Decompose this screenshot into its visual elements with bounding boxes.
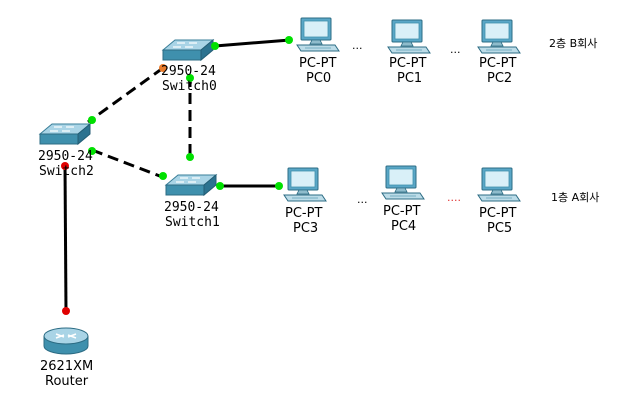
switch1[interactable]	[165, 174, 217, 196]
switch2-model-label: 2950-24	[38, 149, 93, 164]
pc1-name-label: PC1	[397, 71, 422, 86]
pc4-name-label: PC4	[391, 219, 416, 234]
pc3-model-label: PC-PT	[285, 206, 322, 221]
pc1[interactable]	[387, 19, 431, 54]
ellipsis-top-a: ...	[352, 39, 363, 52]
pc3-name-label: PC3	[293, 221, 318, 236]
link-light-up	[186, 153, 194, 161]
switch0-model-label: 2950-24	[161, 64, 216, 79]
switch2-name-label: Switch2	[39, 164, 94, 179]
cables	[63, 38, 291, 313]
floor-label-bottom: 1층 A회사	[551, 191, 599, 204]
pc4-model-label: PC-PT	[383, 204, 420, 219]
pc0[interactable]	[296, 17, 340, 52]
crossover-switch2-switch1[interactable]	[91, 148, 166, 180]
switch0-name-label: Switch0	[162, 79, 217, 94]
link-light-up	[275, 182, 283, 190]
floor-label-top: 2층 B회사	[549, 37, 597, 50]
router-model-label: 2621XM	[40, 359, 93, 374]
pc3[interactable]	[283, 167, 327, 202]
link-light-up	[159, 172, 167, 180]
router-name-label: Router	[45, 374, 89, 389]
cable-switch0-pc0[interactable]	[214, 38, 291, 48]
link-light-down	[62, 307, 70, 315]
pc1-model-label: PC-PT	[389, 56, 426, 71]
pc5-name-label: PC5	[487, 221, 512, 236]
link-light-up	[88, 147, 96, 155]
pc2-model-label: PC-PT	[479, 56, 516, 71]
switch1-name-label: Switch1	[165, 215, 220, 230]
link-light-blocking	[159, 64, 167, 72]
ellipsis-bottom-a: ...	[357, 193, 368, 206]
ellipsis-bottom-b: ....	[447, 191, 461, 204]
pc2[interactable]	[477, 19, 521, 54]
switch1-model-label: 2950-24	[164, 200, 219, 215]
link-lights	[61, 36, 293, 315]
cable-switch2-router[interactable]	[63, 164, 68, 313]
switch2[interactable]	[39, 123, 91, 145]
link-light-down	[61, 162, 69, 170]
pc5[interactable]	[477, 167, 521, 202]
link-light-up	[186, 74, 194, 82]
pc0-name-label: PC0	[306, 71, 331, 86]
pc0-model-label: PC-PT	[299, 56, 336, 71]
router[interactable]	[43, 327, 89, 355]
link-light-up	[88, 116, 96, 124]
ellipsis-top-b: ...	[450, 43, 461, 56]
link-light-up	[285, 36, 293, 44]
link-light-up	[211, 42, 219, 50]
pc2-name-label: PC2	[487, 71, 512, 86]
pc4[interactable]	[381, 165, 425, 200]
pc5-model-label: PC-PT	[479, 206, 516, 221]
crossover-switch0-switch2[interactable]	[87, 66, 164, 124]
switch0[interactable]	[162, 39, 214, 61]
link-light-up	[216, 182, 224, 190]
